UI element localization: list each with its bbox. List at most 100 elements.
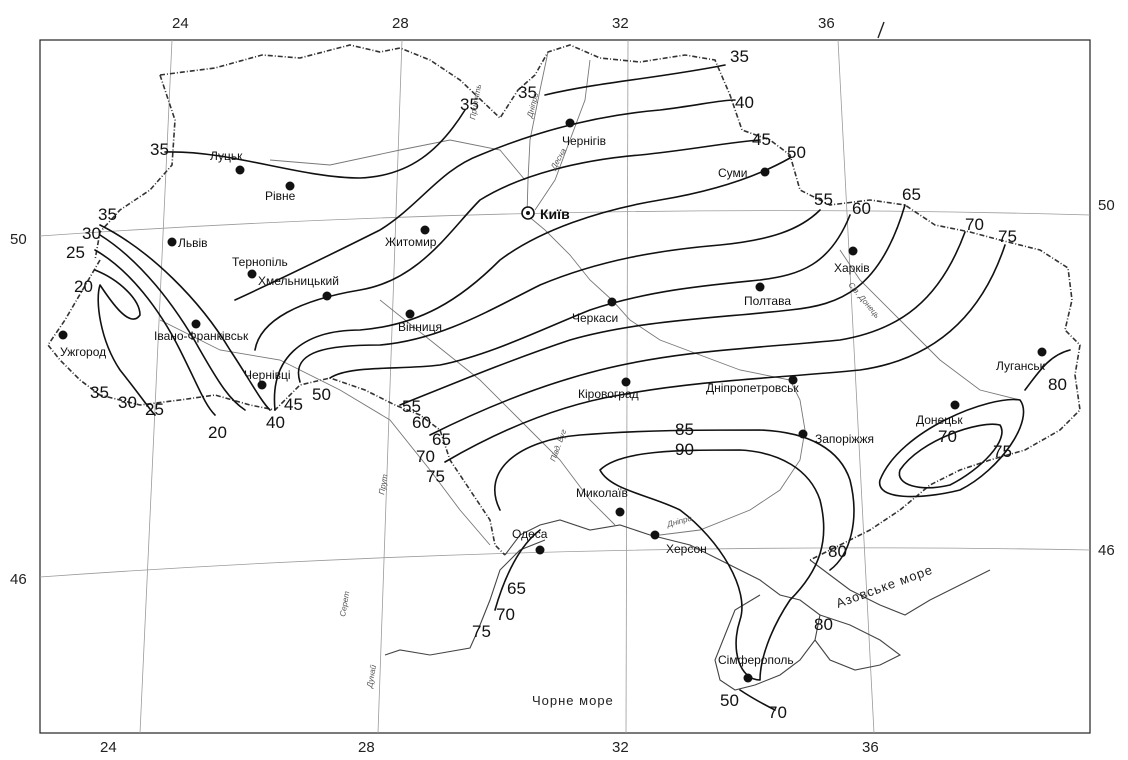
isoline-65 [399,204,906,406]
isoline-label: 40 [266,413,285,432]
dnipro-river [526,51,806,536]
city-dot-poltava [755,282,765,292]
city-dot-lviv [167,237,177,247]
isoline-label: 65 [507,579,526,598]
city-dot-zaporizhzhia [798,429,808,439]
isoline-label: 75 [472,622,491,641]
isoline-label: 90 [675,440,694,459]
sea-label-azov-sea: Азовське море [834,562,935,611]
isoline-85 [494,429,855,571]
isoline-label: 25 [145,400,164,419]
city-label: Ужгород [60,345,106,359]
parallel-46 [39,547,1091,578]
isolines [94,64,1071,711]
city-dot-kirovohrad [621,377,631,387]
capital-icon-center [526,211,530,215]
city-label: Луцьк [210,149,243,163]
city-dot-vinnytsia [405,309,415,319]
city-label: Запоріжжя [815,432,874,446]
graticule [39,39,1091,734]
isoline-label: 80 [814,615,833,634]
dniester-river [159,319,491,546]
meridian-36 [837,39,875,734]
city-label: Хмельницький [258,274,339,288]
isoline-label: 45 [284,395,303,414]
city-dot-zhytomyr [420,225,430,235]
sivdonets-river [839,249,1021,401]
city-label: Вінниця [398,320,442,334]
river-name: Дунай [365,664,378,690]
lat-label-left: 50 [10,231,27,248]
city-dot-simferopol [743,673,753,683]
isoline-label: 30 [82,224,101,243]
sea-labels: Чорне море Азовське море [532,562,935,708]
lat-label-right: 50 [1098,197,1115,214]
isoline-label: 20 [208,423,227,442]
prypiat-river [269,139,526,181]
city-dot-cherkasy [607,297,617,307]
isoline-odesa [494,529,541,611]
lon-label-bottom: 36 [862,739,879,756]
capital-label: Київ [540,206,570,222]
isoline-75 [444,244,1006,463]
isoline-label: 65 [902,185,921,204]
city-dot-kharkiv [848,246,858,256]
west-border-north [94,74,176,261]
city-label: Миколаїв [576,486,628,500]
isoline-80-east [1024,349,1071,391]
city-markers [58,118,1047,683]
isoline-label: 80 [828,542,847,561]
degree-labels: 24 28 32 36 24 28 32 36 50 46 50 46 [10,15,1115,756]
black-sea-coast [504,519,821,691]
city-label: Чернівці [244,368,291,382]
lon-label-bottom: 28 [358,739,375,756]
city-dot-uzhhorod [58,330,68,340]
isoline-label: 35 [98,205,117,224]
isoline-west-20 [94,269,156,416]
isoline-label: 50 [312,385,331,404]
city-label: Донецьк [916,413,963,427]
isoline-labels: 35 40 45 50 55 60 65 70 75 35 35 35 35 3… [66,47,1067,722]
city-label: Івано-Франківськ [154,329,249,343]
city-dot-chernihiv [565,118,575,128]
city-dot-ivano-frankivsk [191,319,201,329]
city-dot-ternopil [247,269,257,279]
pivd-buh-river [379,299,616,526]
river-name: Серет [338,590,351,617]
city-dot-sumy [760,167,770,177]
isoline-50 [273,157,791,411]
isoline-label: 35 [730,47,749,66]
city-labels: Луцьк Рівне Чернігів Суми Львів Житомир … [60,134,1046,667]
isoline-label: 85 [675,420,694,439]
isoline-35-north [164,109,466,179]
city-label: Тернопіль [232,255,288,269]
city-dot-khmelnytskyi [322,291,332,301]
city-dot-donetsk [950,400,960,410]
isoline-west-30 [99,234,246,411]
crimea-east-coast [814,614,902,671]
isoline-label: 35 [90,383,109,402]
isoline-45 [254,139,761,351]
azov-coast [809,559,991,616]
ukraine-border [47,44,1081,561]
odesa-coast [384,539,546,656]
isoline-west-25 [94,249,216,416]
capital-marker: Київ [521,206,570,222]
isoline-label: 70 [496,605,515,624]
map-frame [39,39,1091,734]
lon-label-bottom: 24 [100,739,117,756]
lon-label-bottom: 32 [612,739,629,756]
city-dot-lutsk [235,165,245,175]
isoline-label: 70 [965,215,984,234]
isoline-55 [297,209,821,383]
lon-label-top: 32 [612,15,629,32]
city-label: Сімферополь [718,653,794,667]
isoline-40 [234,99,736,301]
isoline-donetsk-75 [879,398,1025,498]
isoline-label: 75 [993,442,1012,461]
lon-label-top: 28 [392,15,409,32]
rivers [159,51,1021,546]
city-label: Житомир [385,235,437,249]
city-dot-chernivtsi [257,380,267,390]
isoline-label: 75 [998,227,1017,246]
